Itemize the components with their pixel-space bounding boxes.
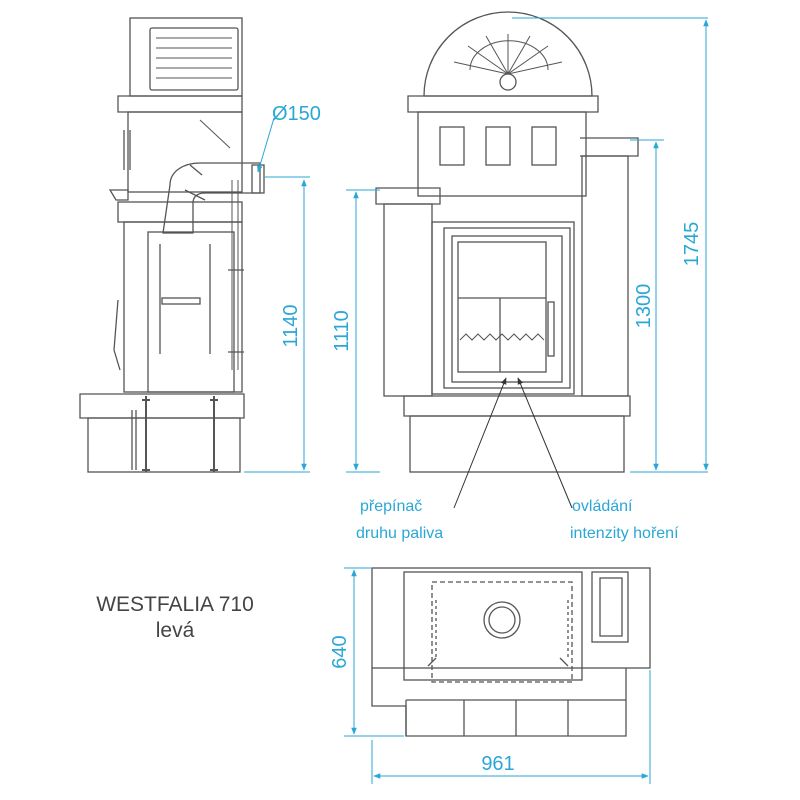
flue-diameter-label: Ø150: [272, 103, 321, 125]
dimension-lines: [244, 17, 709, 784]
front-left-column: [383, 203, 433, 397]
fuel-switch-label-line2: druhu paliva: [356, 525, 443, 542]
front-view: [375, 11, 639, 473]
annotation-leaders: [453, 377, 573, 509]
flue-diameter-leader: [257, 117, 275, 173]
front-right-column-cap: [580, 137, 639, 157]
fuel-switch-label-line1: přepínač: [360, 498, 422, 515]
front-fire-door: [457, 241, 547, 373]
burn-control-label-line2: intenzity hoření: [570, 525, 679, 542]
side-top-cornice: [117, 95, 243, 113]
dimension-labels: Ø150 1140 1110 1300 1745 640 961: [272, 103, 703, 775]
plan-flue-circle: [483, 601, 521, 639]
dim-1140-label: 1140: [280, 304, 302, 347]
model-variant: levá: [155, 619, 195, 642]
burn-control-leader: [517, 377, 573, 509]
plan-right-column: [591, 571, 629, 643]
plan-outline: [371, 567, 651, 669]
dim-1300-label: 1300: [633, 284, 655, 329]
model-title: WESTFALIA 710: [96, 593, 254, 616]
dim-1110-label: 1110: [331, 310, 353, 352]
annotation-labels: přepínač druhu paliva ovládání intenzity…: [356, 498, 679, 542]
front-left-column-cap: [375, 187, 441, 205]
side-base: [87, 417, 241, 473]
dim-1745-label: 1745: [681, 222, 703, 267]
dim-961-label: 961: [481, 753, 514, 775]
front-upper-body: [417, 111, 587, 197]
side-view: [79, 17, 265, 473]
plan-firebox: [431, 581, 573, 683]
burn-control-label-line1: ovládání: [572, 498, 633, 515]
fuel-switch-leader: [453, 377, 507, 509]
side-firebox: [147, 231, 235, 393]
side-top-box: [129, 17, 243, 97]
front-fan-crown: [423, 11, 593, 97]
plan-view: [371, 567, 651, 737]
front-right-column: [581, 155, 629, 397]
front-base: [409, 415, 625, 473]
front-base-ledge: [403, 395, 631, 417]
dim-640-label: 640: [329, 635, 351, 668]
side-base-ledge: [79, 393, 245, 419]
